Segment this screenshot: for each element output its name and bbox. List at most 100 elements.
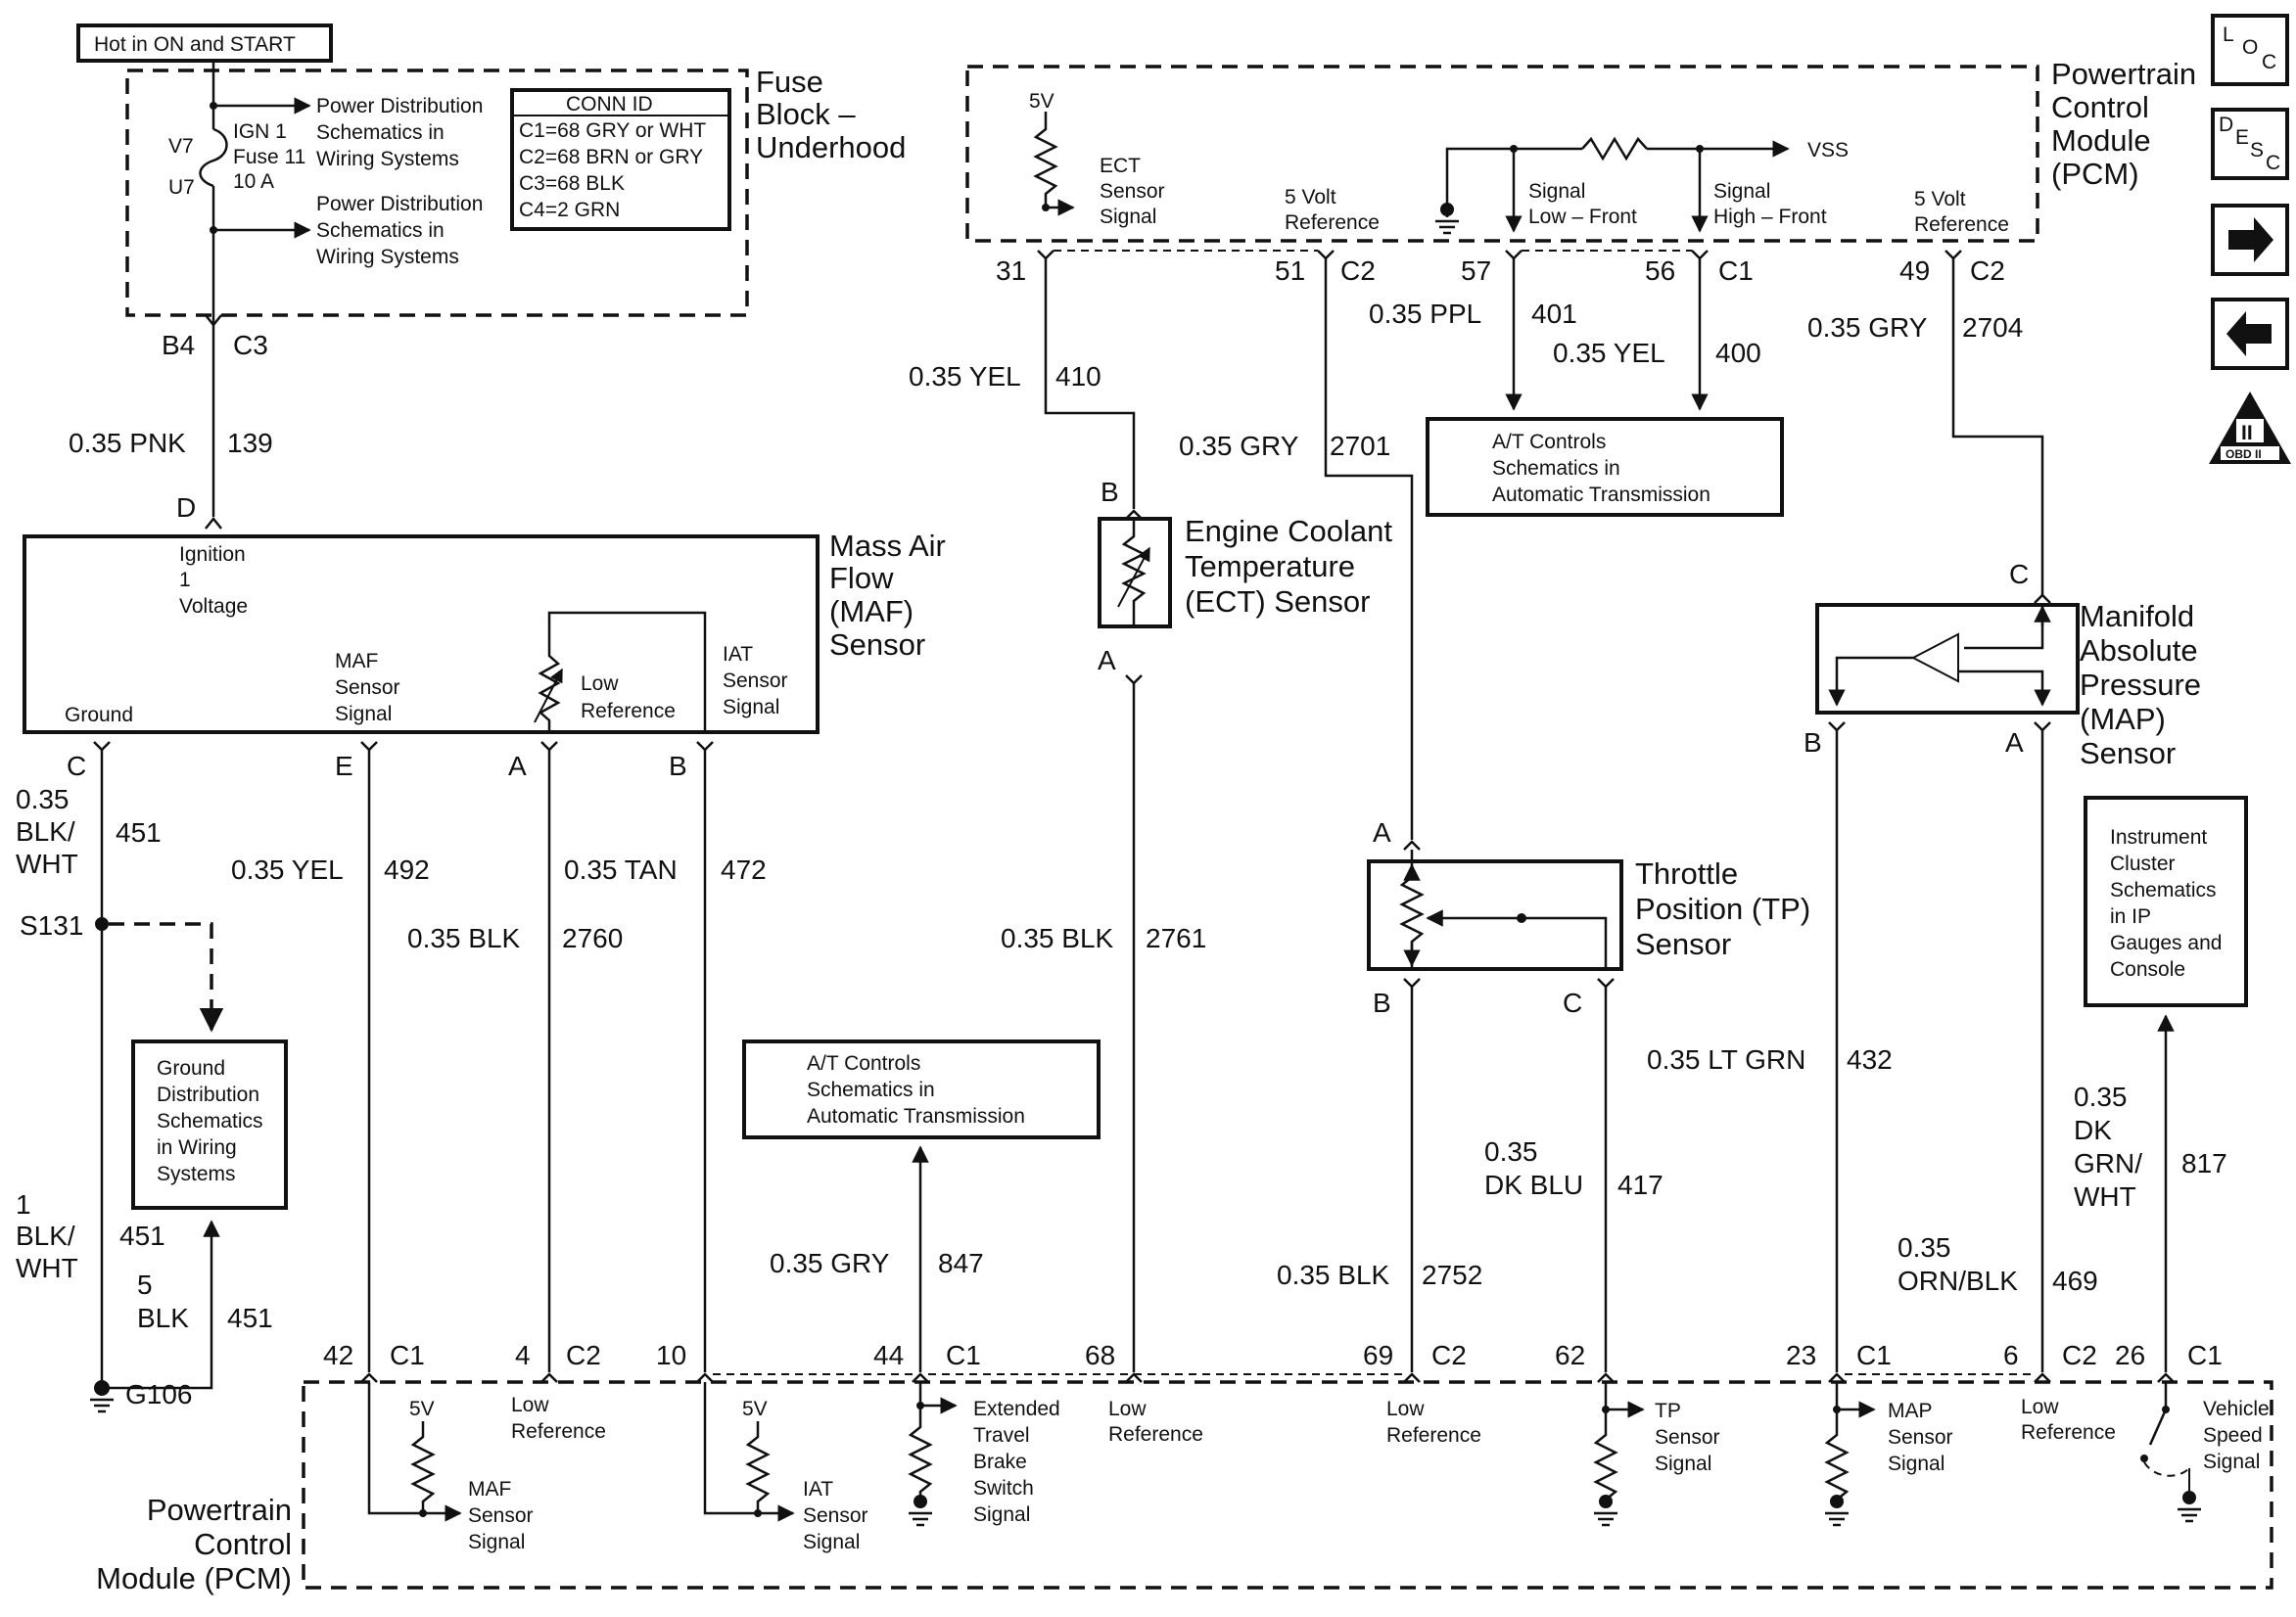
iat-thermistor-icon <box>538 611 707 732</box>
svg-text:Switch: Switch <box>973 1477 1034 1500</box>
pcm-conn: C1 <box>390 1340 425 1370</box>
loc-nav-button[interactable]: L O C <box>2211 14 2289 86</box>
wire-size: 0.35 GRY <box>1807 312 1928 343</box>
pcm-pin: 51 <box>1275 255 1305 286</box>
ect-title: Engine Coolant Temperature (ECT) Sensor <box>1185 514 1392 619</box>
iat-5v-label: 5V <box>742 1398 768 1420</box>
wire-size: 1 BLK/ WHT <box>16 1189 78 1283</box>
map-pin-b: B <box>1804 727 1822 758</box>
svg-text:Schematics in: Schematics in <box>316 121 445 144</box>
fuse-out-conn: C3 <box>233 330 268 360</box>
wire-circuit: 451 <box>119 1221 165 1251</box>
svg-text:Wiring Systems: Wiring Systems <box>316 246 459 268</box>
pcm-top-outline <box>965 65 2039 243</box>
svg-text:Reference: Reference <box>581 700 676 722</box>
conn-id-table <box>510 88 731 231</box>
svg-text:DK: DK <box>2074 1115 2112 1145</box>
svg-text:Low: Low <box>1108 1398 1147 1420</box>
pcm-bottom-outline <box>302 1380 2273 1590</box>
amplifier-icon <box>1910 632 1959 683</box>
fuse-label: IGN 1 Fuse 11 10 A <box>233 120 305 193</box>
ground-dist-box <box>131 1040 288 1210</box>
pcm-conn: C2 <box>566 1340 601 1370</box>
svg-text:5 Volt: 5 Volt <box>1914 188 1966 210</box>
svg-text:Low: Low <box>511 1394 549 1416</box>
fuse-icon <box>199 127 228 188</box>
fuse-pin-out: U7 <box>168 176 195 199</box>
wire-circuit: 410 <box>1055 361 1101 392</box>
svg-text:II: II <box>2241 422 2253 444</box>
svg-text:Schematics in: Schematics in <box>316 219 445 242</box>
maf-title: Mass Air Flow (MAF) Sensor <box>829 529 946 662</box>
power-dist-ref-bottom: Power Distribution Schematics in Wiring … <box>316 193 483 268</box>
resistor-icon <box>1824 1409 1850 1502</box>
pcm-pin: 31 <box>996 255 1026 286</box>
wire-circuit: 417 <box>1617 1170 1663 1200</box>
svg-text:Console: Console <box>2110 958 2185 981</box>
potentiometer-icon <box>1399 850 1425 969</box>
brake-switch-label: Extended Travel Brake Switch Signal <box>973 1398 1060 1526</box>
wire-size: 0.35 BLK <box>407 923 521 953</box>
wire-size: 0.35 LT GRN <box>1647 1044 1805 1075</box>
fuse-out-pin: B4 <box>162 330 195 360</box>
pcm-pin: 49 <box>1899 255 1930 286</box>
svg-text:Flow: Flow <box>829 561 894 595</box>
svg-text:Ignition: Ignition <box>179 543 246 566</box>
pull-up-resistor-icon <box>1033 112 1058 208</box>
at-controls-ref-bottom-label: A/T Controls Schematics in Automatic Tra… <box>807 1052 1025 1128</box>
svg-text:Absolute: Absolute <box>2080 633 2198 668</box>
maf-signal-pcm-label: MAF Sensor Signal <box>468 1478 534 1553</box>
svg-text:(PCM): (PCM) <box>2051 157 2139 191</box>
pcm-conn: C1 <box>2187 1340 2223 1370</box>
svg-text:Block –: Block – <box>756 97 856 131</box>
svg-text:Low – Front: Low – Front <box>1528 206 1637 228</box>
obd-ii-button[interactable]: II OBD II <box>2209 392 2291 464</box>
pcm-pin: 56 <box>1645 255 1675 286</box>
map-signal-pcm-label: MAP Sensor Signal <box>1888 1400 1953 1475</box>
svg-text:L: L <box>2223 23 2234 46</box>
map-pin-a: A <box>2005 727 2024 758</box>
svg-text:1: 1 <box>179 569 191 591</box>
svg-text:Schematics: Schematics <box>2110 879 2217 901</box>
ect-signal-label: ECT Sensor Signal <box>1100 155 1165 228</box>
svg-text:Sensor: Sensor <box>723 670 788 692</box>
svg-text:(MAF): (MAF) <box>829 594 914 628</box>
wire-size: 0.35 DK GRN/ WHT <box>2074 1082 2142 1212</box>
wire-circuit: 401 <box>1531 299 1577 329</box>
svg-text:Travel: Travel <box>973 1424 1030 1447</box>
ref-label-1: 5 Volt Reference <box>1285 186 1380 234</box>
pcm-conn: C2 <box>2062 1340 2097 1370</box>
svg-text:BLK: BLK <box>137 1303 189 1333</box>
pcm-pin: 42 <box>323 1340 353 1370</box>
maf-pin-a: A <box>508 751 527 781</box>
wire-size: 5 BLK <box>137 1270 189 1333</box>
desc-nav-button[interactable]: D E S C <box>2211 108 2289 180</box>
tp-pin-a: A <box>1373 817 1391 848</box>
wire-circuit: 2760 <box>562 923 623 953</box>
svg-text:0.35: 0.35 <box>16 784 70 814</box>
svg-text:IGN 1: IGN 1 <box>233 120 287 143</box>
svg-text:Signal: Signal <box>1888 1453 1945 1475</box>
wire-2704 <box>1951 258 2044 595</box>
svg-text:A/T Controls: A/T Controls <box>807 1052 920 1075</box>
vss-label: VSS <box>1807 139 1849 162</box>
wire-size: 0.35 ORN/BLK <box>1898 1232 2018 1296</box>
resistor-icon <box>1581 136 1648 162</box>
svg-text:Manifold: Manifold <box>2080 599 2194 633</box>
svg-text:C: C <box>2262 51 2276 73</box>
pull-up-resistor-icon <box>410 1421 436 1513</box>
maf-pin-b: B <box>669 751 687 781</box>
svg-text:Speed: Speed <box>2203 1424 2263 1447</box>
svg-text:BLK/: BLK/ <box>16 1221 75 1251</box>
back-arrow-button[interactable] <box>2211 298 2289 370</box>
svg-text:Cluster: Cluster <box>2110 853 2176 875</box>
map-pin-c: C <box>2009 559 2029 589</box>
svg-text:Reference: Reference <box>2021 1421 2116 1444</box>
low-ref-label: Low Reference <box>511 1394 606 1443</box>
pcm-bottom-title: Powertrain Control Module (PCM) <box>96 1493 292 1595</box>
svg-text:Vehicle: Vehicle <box>2203 1398 2270 1420</box>
power-dist-ref-top: Power Distribution Schematics in Wiring … <box>316 95 483 170</box>
forward-arrow-button[interactable] <box>2211 204 2289 276</box>
wire-size: 0.35 BLK <box>1001 923 1114 953</box>
